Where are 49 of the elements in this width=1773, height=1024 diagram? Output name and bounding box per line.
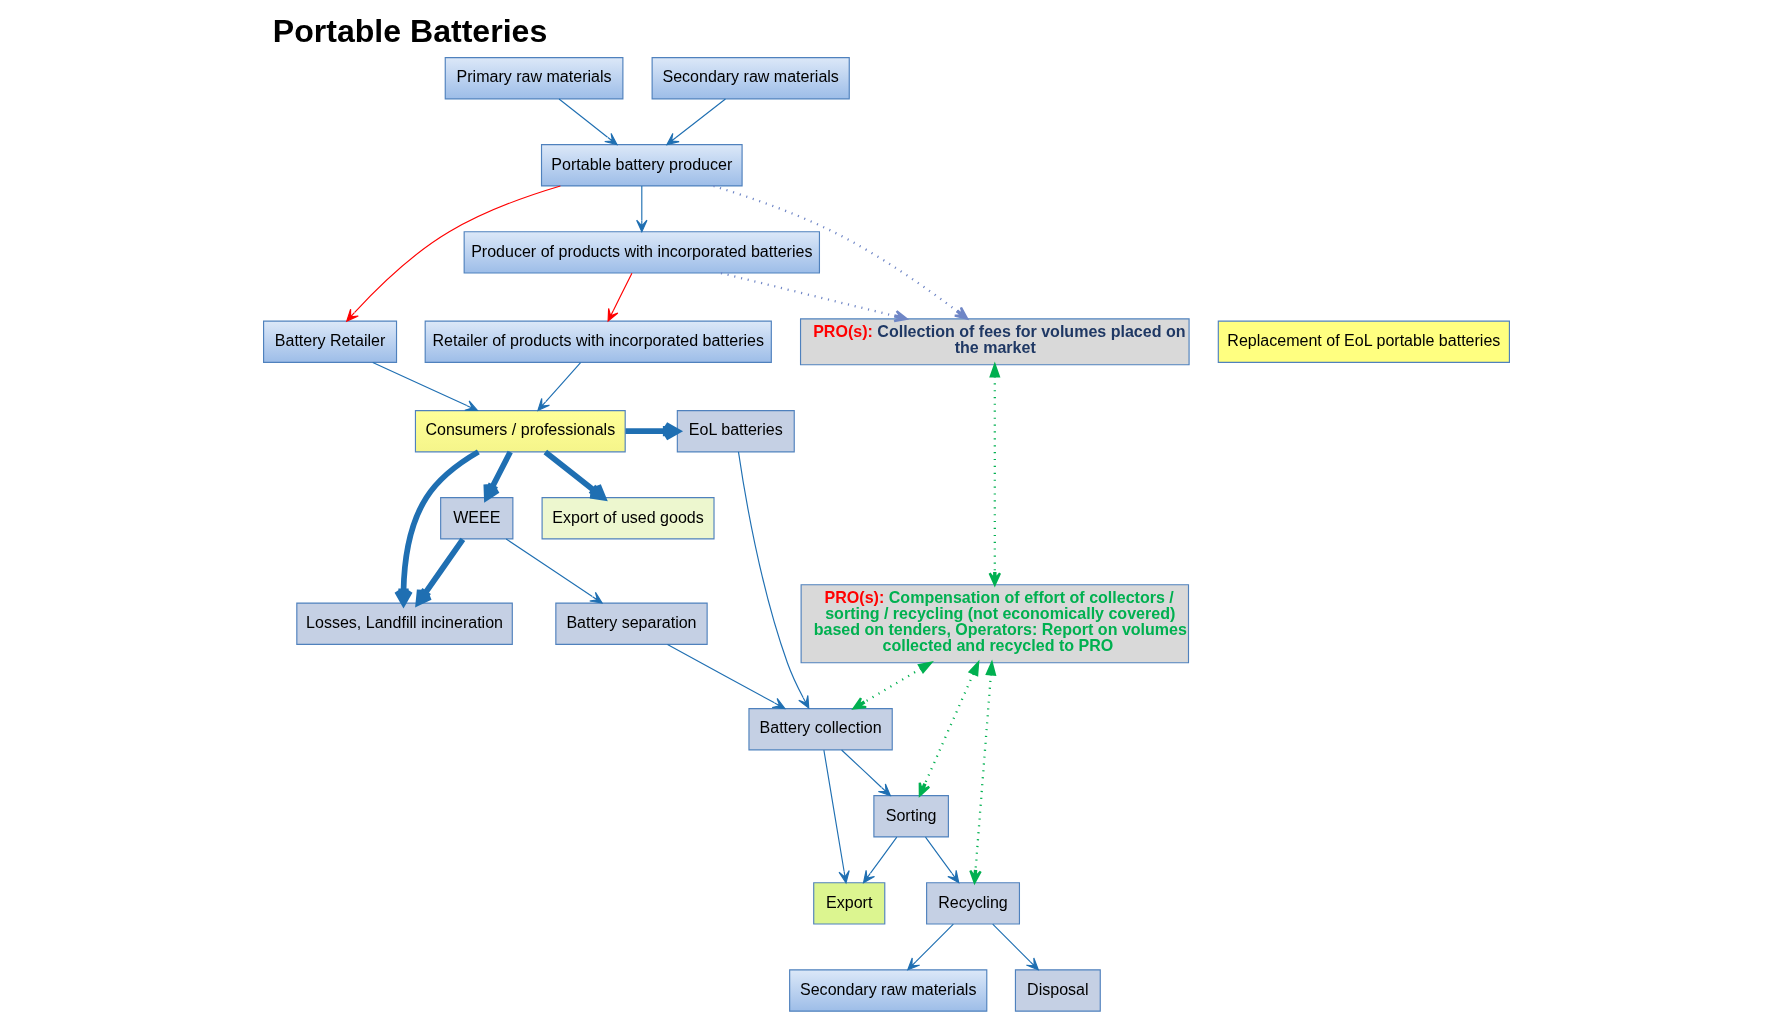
- node-box: Battery separation: [555, 602, 708, 645]
- arrow: [558, 98, 618, 146]
- node-box: EoL batteries: [676, 410, 795, 453]
- node-box: Secondary raw materials: [789, 969, 988, 1012]
- arrow: [907, 923, 954, 971]
- arrow: [607, 272, 633, 322]
- arrow: [924, 836, 960, 884]
- node-box: PRO(s): Collection of fees for volumes placed on the market: [799, 318, 1190, 366]
- arrow: [862, 836, 898, 884]
- node-box: Recycling: [926, 882, 1021, 925]
- node-box: Losses, Landfill incineration: [296, 602, 513, 645]
- arrow: [537, 362, 582, 411]
- arrow: [505, 538, 603, 604]
- arrow: [713, 184, 969, 320]
- arrow: [988, 361, 1002, 586]
- arrow: [841, 749, 891, 797]
- node-box: PRO(s): Compensation of effort of collectors / sorting / recycling (not economically covered) based on tenders, Operators: Report on volumes collected and recycled to PRO: [800, 584, 1190, 664]
- node-box: Sorting: [873, 795, 949, 838]
- arrow: [720, 272, 908, 323]
- node-box: Battery collection: [748, 708, 893, 751]
- arrow: [625, 421, 681, 441]
- diagram-title: Portable Batteries: [272, 12, 548, 49]
- arrow: [918, 659, 980, 797]
- arrow: [543, 449, 607, 501]
- node-box: Retailer of products with incorporated batteries: [424, 320, 772, 363]
- arrow: [992, 923, 1039, 971]
- arrow: [969, 659, 997, 884]
- arrow: [636, 185, 648, 233]
- arrow: [372, 361, 478, 411]
- node-box: Secondary raw materials: [651, 57, 850, 100]
- arrow: [852, 660, 934, 710]
- arrow: [823, 749, 850, 884]
- arrow: [346, 185, 561, 322]
- node-box: Replacement of EoL portable batteries: [1217, 320, 1510, 363]
- node-box: WEEE: [440, 497, 514, 540]
- node-box: Battery Retailer: [263, 320, 398, 363]
- arrow: [666, 643, 786, 710]
- arrow: [666, 98, 726, 146]
- node-box: Producer of products with incorporated batteries: [463, 231, 821, 274]
- node-box: Primary raw materials: [444, 57, 624, 100]
- node-box: Disposal: [1014, 969, 1101, 1012]
- arrow: [483, 450, 513, 501]
- node-box: Export of used goods: [541, 497, 715, 540]
- node-box: Export: [813, 882, 886, 925]
- arrow: [415, 537, 466, 606]
- arrow: [394, 449, 480, 606]
- node-box: Portable battery producer: [540, 144, 743, 187]
- arrow: [737, 451, 810, 709]
- node-box: Consumers / professionals: [414, 410, 626, 453]
